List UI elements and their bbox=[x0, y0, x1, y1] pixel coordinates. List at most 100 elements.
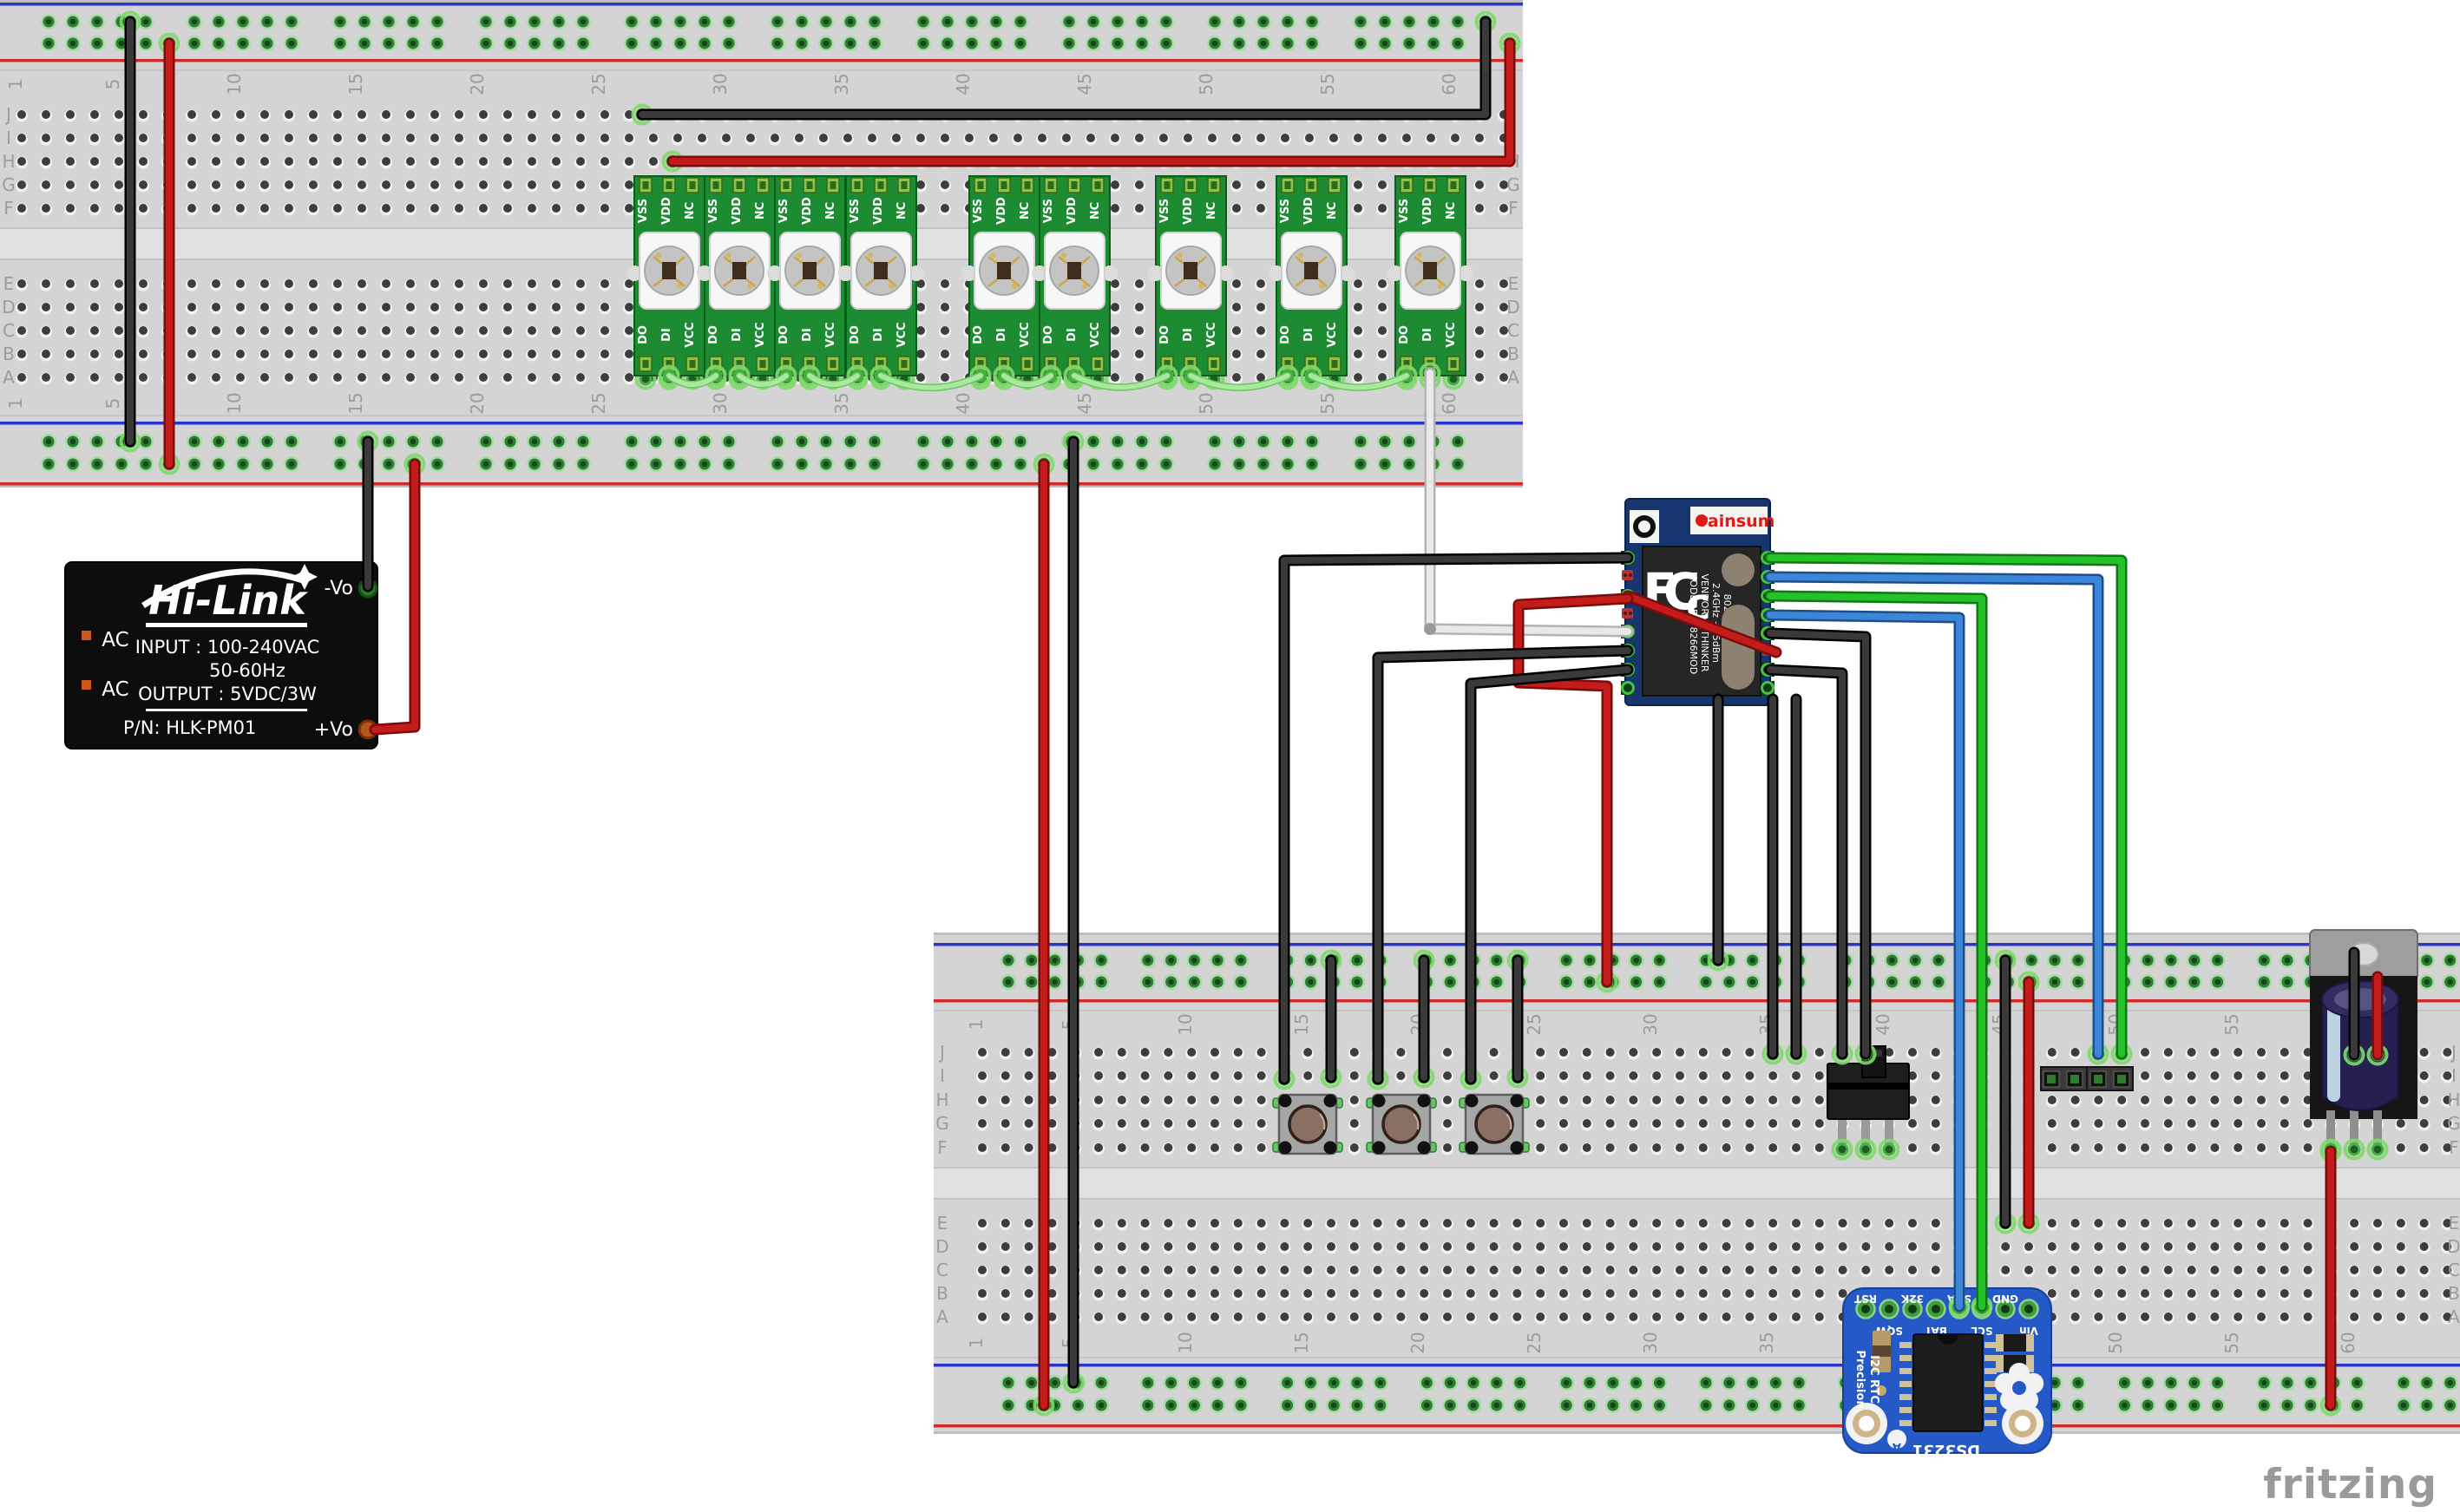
hilink-logo: Hi-Link bbox=[148, 577, 308, 624]
column-number: 5 bbox=[102, 398, 123, 409]
row-letter: I bbox=[6, 128, 11, 148]
column-number: 40 bbox=[1873, 1013, 1893, 1035]
neopixel-pin-label: VSS bbox=[777, 199, 790, 223]
wire-black-20[interactable] bbox=[1764, 664, 1848, 1060]
ws2812-led bbox=[1160, 232, 1222, 310]
wire-white-9[interactable] bbox=[1424, 367, 1634, 638]
neopixel-jumper-8[interactable] bbox=[1307, 371, 1411, 391]
neopixel-jumper-5[interactable] bbox=[1000, 371, 1055, 389]
column-number: 25 bbox=[1524, 1332, 1545, 1353]
red-rail-line bbox=[934, 999, 2460, 1003]
neopixel-pin-label: NC bbox=[1205, 202, 1218, 219]
hilink-spec: OUTPUT : 5VDC/3W bbox=[138, 684, 317, 704]
row-letter: D bbox=[2, 297, 15, 317]
row-letter: H bbox=[935, 1090, 948, 1110]
neopixel-jumper-6[interactable] bbox=[1070, 371, 1171, 391]
layer-wires bbox=[124, 16, 2384, 1411]
column-number: 50 bbox=[2105, 1332, 2126, 1353]
column-number: 55 bbox=[2221, 1013, 2242, 1035]
neopixel-jumper-2[interactable] bbox=[735, 371, 790, 389]
column-number: 60 bbox=[2338, 1332, 2358, 1353]
row-letter: D bbox=[1506, 297, 1519, 317]
neopixel-pin-label: VCC bbox=[824, 322, 837, 347]
pushbutton-1[interactable] bbox=[1272, 1093, 1343, 1155]
neopixel-pin-label: VDD bbox=[872, 197, 885, 225]
row-letter: G bbox=[935, 1113, 949, 1134]
neopixel-pin-label: VSS bbox=[637, 199, 650, 223]
ws2812-led bbox=[709, 232, 771, 310]
neopixel-pin-label: DI bbox=[1182, 328, 1195, 342]
neopixel-pin-label: NC bbox=[1445, 202, 1458, 219]
neopixel-pin-label: VDD bbox=[995, 197, 1008, 225]
row-letter: C bbox=[3, 320, 15, 341]
wire-blue-18[interactable] bbox=[1764, 609, 1965, 1312]
ds3231-rtc-board[interactable]: RSTSQW32KBATSDASCLGNDVinDS3231APrecision… bbox=[1842, 1287, 2052, 1459]
column-number: 35 bbox=[831, 392, 852, 414]
neopixel-pin-label: VSS bbox=[707, 199, 720, 223]
column-number: 40 bbox=[953, 392, 974, 414]
row-letter: A bbox=[936, 1306, 948, 1327]
column-number: 15 bbox=[345, 73, 366, 95]
slide-switch[interactable] bbox=[1827, 1045, 1910, 1149]
pushbutton-2[interactable] bbox=[1366, 1093, 1437, 1155]
row-letter: A bbox=[2448, 1306, 2460, 1327]
wire-red-11[interactable] bbox=[1622, 590, 1782, 658]
neopixel-jumper-4[interactable] bbox=[876, 371, 985, 392]
pin-label-vo-pos: +Vo bbox=[314, 719, 353, 741]
row-letter: B bbox=[936, 1283, 948, 1304]
neopixel-pin-label: NC bbox=[1019, 202, 1032, 219]
neopixel-jumper-7[interactable] bbox=[1186, 371, 1292, 391]
hilink-part-number: P/N: HLK-PM01 bbox=[123, 717, 256, 738]
row-letter: A bbox=[3, 367, 15, 388]
rtc-pin-label: RST bbox=[1853, 1293, 1877, 1305]
wire-red-6[interactable] bbox=[369, 458, 421, 736]
rtc-pin-label: GND bbox=[1992, 1293, 2018, 1305]
wire-green-17[interactable] bbox=[1764, 590, 1988, 1312]
wire-black-3[interactable] bbox=[636, 16, 1492, 121]
wire-blue-16[interactable] bbox=[1764, 571, 2104, 1060]
row-letter: G bbox=[2, 174, 16, 195]
blue-rail-line bbox=[0, 422, 1523, 425]
neopixel-jumper-1[interactable] bbox=[665, 371, 720, 389]
neopixel-pin-label: VDD bbox=[1302, 197, 1315, 225]
pushbutton-3[interactable] bbox=[1459, 1093, 1530, 1155]
neopixel-pin-label: DO bbox=[1279, 325, 1292, 344]
row-letter: F bbox=[2449, 1137, 2459, 1158]
neopixel-pin-label: NC bbox=[1326, 202, 1339, 219]
neopixel-pin-label: NC bbox=[824, 202, 837, 219]
wire-black-13[interactable] bbox=[1372, 645, 1634, 1085]
ws2812-led bbox=[639, 232, 700, 310]
column-number: 50 bbox=[1196, 392, 1217, 414]
column-number: 35 bbox=[1756, 1332, 1777, 1353]
neopixel-pin-label: DI bbox=[660, 328, 673, 342]
blue-rail-line bbox=[0, 3, 1523, 6]
wire-black-19[interactable] bbox=[1764, 627, 1872, 1060]
row-letter: B bbox=[1507, 344, 1519, 364]
wire-black-10[interactable] bbox=[1278, 552, 1634, 1085]
row-letter: C bbox=[1507, 320, 1519, 341]
row-letter: A bbox=[1507, 367, 1519, 388]
wire-green-15[interactable] bbox=[1764, 552, 2128, 1060]
neopixel-pin-label: VSS bbox=[1042, 199, 1055, 223]
blue-rail-line bbox=[934, 943, 2460, 946]
row-letter: J bbox=[938, 1042, 945, 1063]
wire-red-4[interactable] bbox=[666, 37, 1516, 167]
column-number: 25 bbox=[588, 73, 609, 95]
electrolytic-capacitor[interactable] bbox=[2321, 980, 2399, 1111]
neopixel-jumper-3[interactable] bbox=[805, 371, 862, 389]
row-letter: I bbox=[940, 1065, 945, 1086]
wire-black-14[interactable] bbox=[1465, 664, 1634, 1085]
red-rail-line bbox=[934, 1424, 2460, 1428]
female-header-4pin[interactable] bbox=[2040, 1066, 2134, 1091]
esp-cert-text: 2.4GHz +25dBm bbox=[1710, 583, 1722, 663]
